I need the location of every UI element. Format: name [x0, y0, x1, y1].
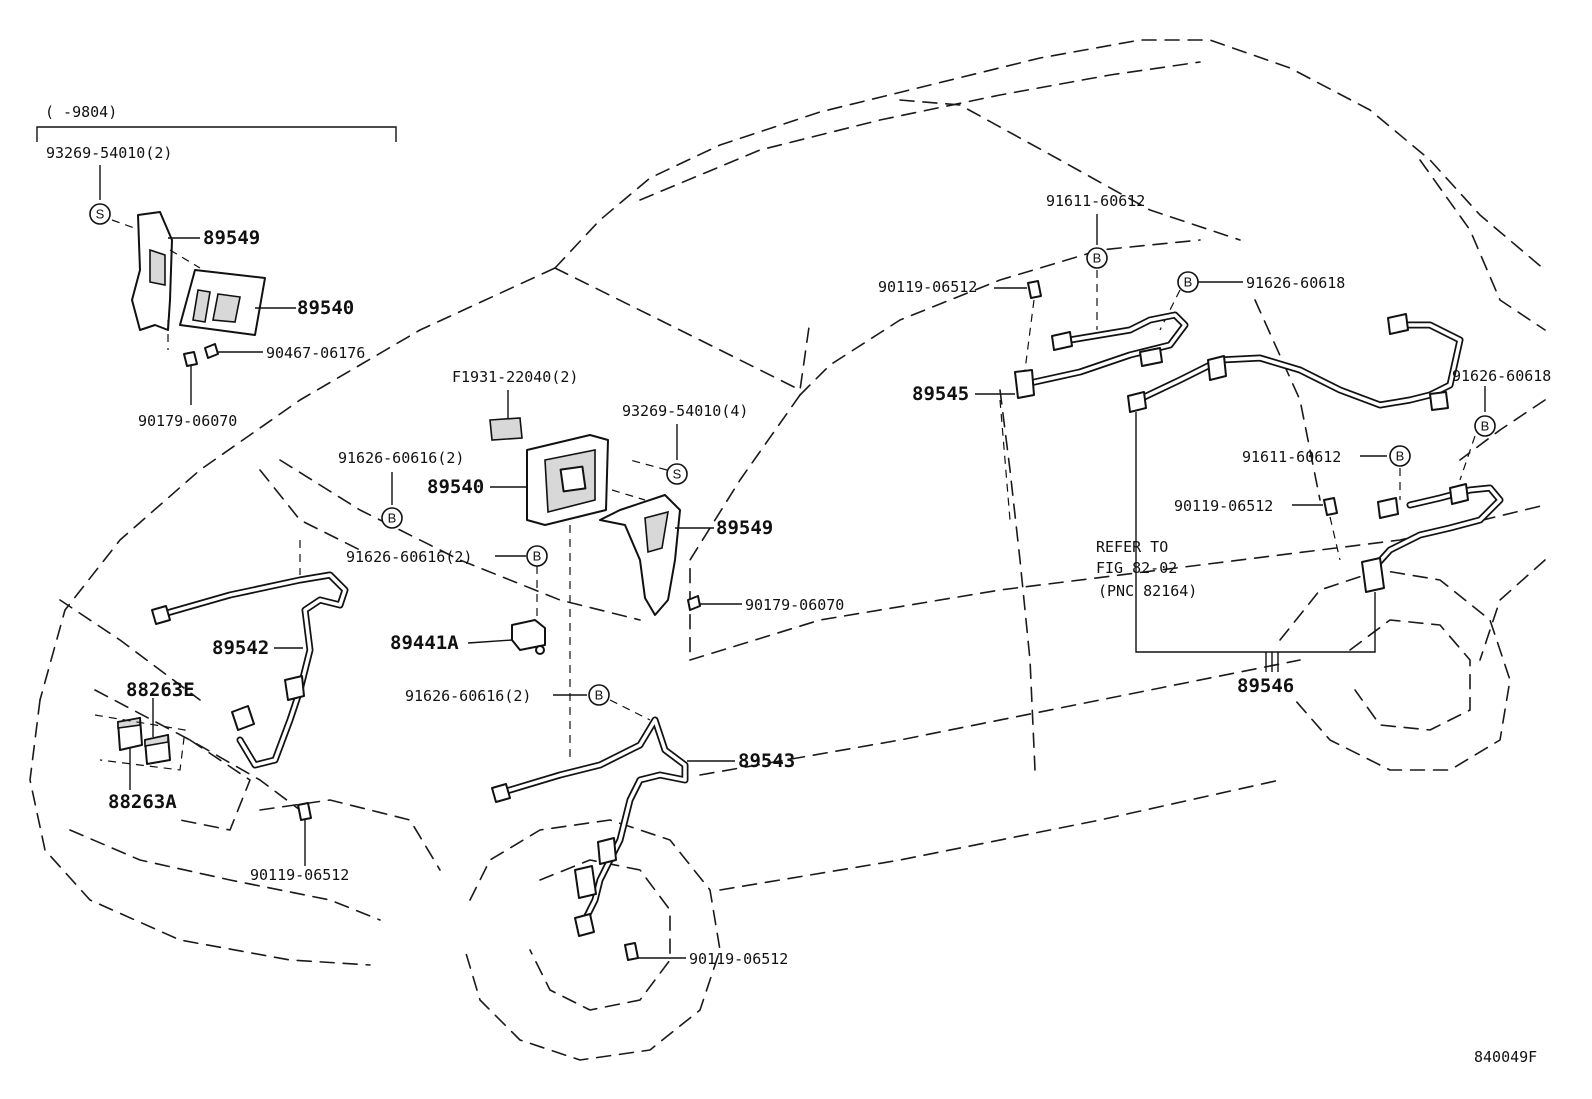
label-89549-a: 89549 [203, 227, 260, 249]
label-91626-60618-a: 91626-60618 [1246, 274, 1345, 292]
label-88263A: 88263A [108, 791, 177, 813]
label-89540-b: 89540 [427, 476, 484, 498]
screw-symbol-b: S [666, 463, 688, 485]
range-bracket [36, 126, 397, 142]
bolt-symbol-c: B [588, 684, 610, 706]
svg-text:B: B [595, 688, 604, 703]
relay-88263E [144, 734, 171, 765]
refer-line-3: (PNC 82164) [1098, 582, 1197, 600]
nut-90179-b [687, 595, 701, 611]
bolt-symbol-a: B [381, 507, 403, 529]
bolt-90119-b [624, 942, 639, 961]
svg-text:S: S [96, 207, 105, 222]
svg-text:B: B [1396, 449, 1405, 464]
label-plate-F1931 [489, 417, 523, 441]
bracket-89549-new [599, 494, 681, 616]
bracket-89549-old [131, 211, 173, 331]
relay-88263A [117, 717, 143, 751]
wire-harness-89545 [1014, 311, 1189, 399]
wire-harness-89546 [1361, 483, 1504, 593]
ecu-89540-new [526, 434, 609, 526]
range-note: ( -9804) [45, 103, 117, 121]
nut-90179-a [183, 351, 198, 367]
label-90119-06512-a: 90119-06512 [250, 866, 349, 884]
label-90119-06512-b: 90119-06512 [689, 950, 788, 968]
svg-text:B: B [388, 511, 397, 526]
svg-text:B: B [1481, 419, 1490, 434]
label-90179-06070-b: 90179-06070 [745, 596, 844, 614]
svg-text:B: B [533, 549, 542, 564]
bolt-symbol-d: B [1086, 247, 1108, 269]
figure-code: 840049F [1474, 1048, 1537, 1066]
leader-89546-bracket [1135, 412, 1376, 653]
label-89543: 89543 [738, 750, 795, 772]
wire-harness-89543 [491, 716, 689, 937]
svg-text:S: S [673, 467, 682, 482]
label-90119-06512-d: 90119-06512 [1174, 497, 1273, 515]
vehicle-outline [29, 39, 1546, 1061]
label-90179-06070-a: 90179-06070 [138, 412, 237, 430]
bolt-90119-a [297, 802, 312, 821]
bolt-symbol-e: B [1177, 271, 1199, 293]
label-91626-60616-a: 91626-60616(2) [338, 449, 464, 467]
svg-text:B: B [1184, 275, 1193, 290]
label-91611-60612-a: 91611-60612 [1046, 192, 1145, 210]
screw-symbol-a: S [89, 203, 111, 225]
refer-line-1: REFER TO [1096, 538, 1168, 556]
wire-harness-rear-main [1127, 313, 1464, 413]
svg-text:B: B [1093, 251, 1102, 266]
bolt-symbol-g: B [1389, 445, 1411, 467]
bolt-90119-d [1323, 497, 1338, 516]
bolt-symbol-f: B [1474, 415, 1496, 437]
label-89546: 89546 [1237, 675, 1294, 697]
label-89542: 89542 [212, 637, 269, 659]
label-89540-a: 89540 [297, 297, 354, 319]
clip-90467 [204, 343, 219, 359]
label-90467-06176: 90467-06176 [266, 344, 365, 362]
label-88263E: 88263E [126, 679, 195, 701]
bolt-symbol-b: B [526, 545, 548, 567]
label-89545: 89545 [912, 383, 969, 405]
range-note-group: ( -9804) [36, 103, 397, 142]
label-89441A: 89441A [390, 632, 459, 654]
label-91626-60616-b: 91626-60616(2) [346, 548, 472, 566]
label-89549-b: 89549 [716, 517, 773, 539]
label-90119-06512-c: 90119-06512 [878, 278, 977, 296]
label-91611-60612-b: 91611-60612 [1242, 448, 1341, 466]
label-93269-54010-4: 93269-54010(4) [622, 402, 748, 420]
ecu-89540-old [179, 269, 266, 336]
label-F1931-22040: F1931-22040(2) [452, 368, 578, 386]
wire-harness-89542 [151, 571, 349, 769]
bolt-90119-c [1027, 280, 1042, 299]
sensor-89441A [511, 619, 546, 655]
label-91626-60618-b: 91626-60618 [1452, 367, 1551, 385]
label-93269-54010-2: 93269-54010(2) [46, 144, 172, 162]
label-91626-60616-c: 91626-60616(2) [405, 687, 531, 705]
